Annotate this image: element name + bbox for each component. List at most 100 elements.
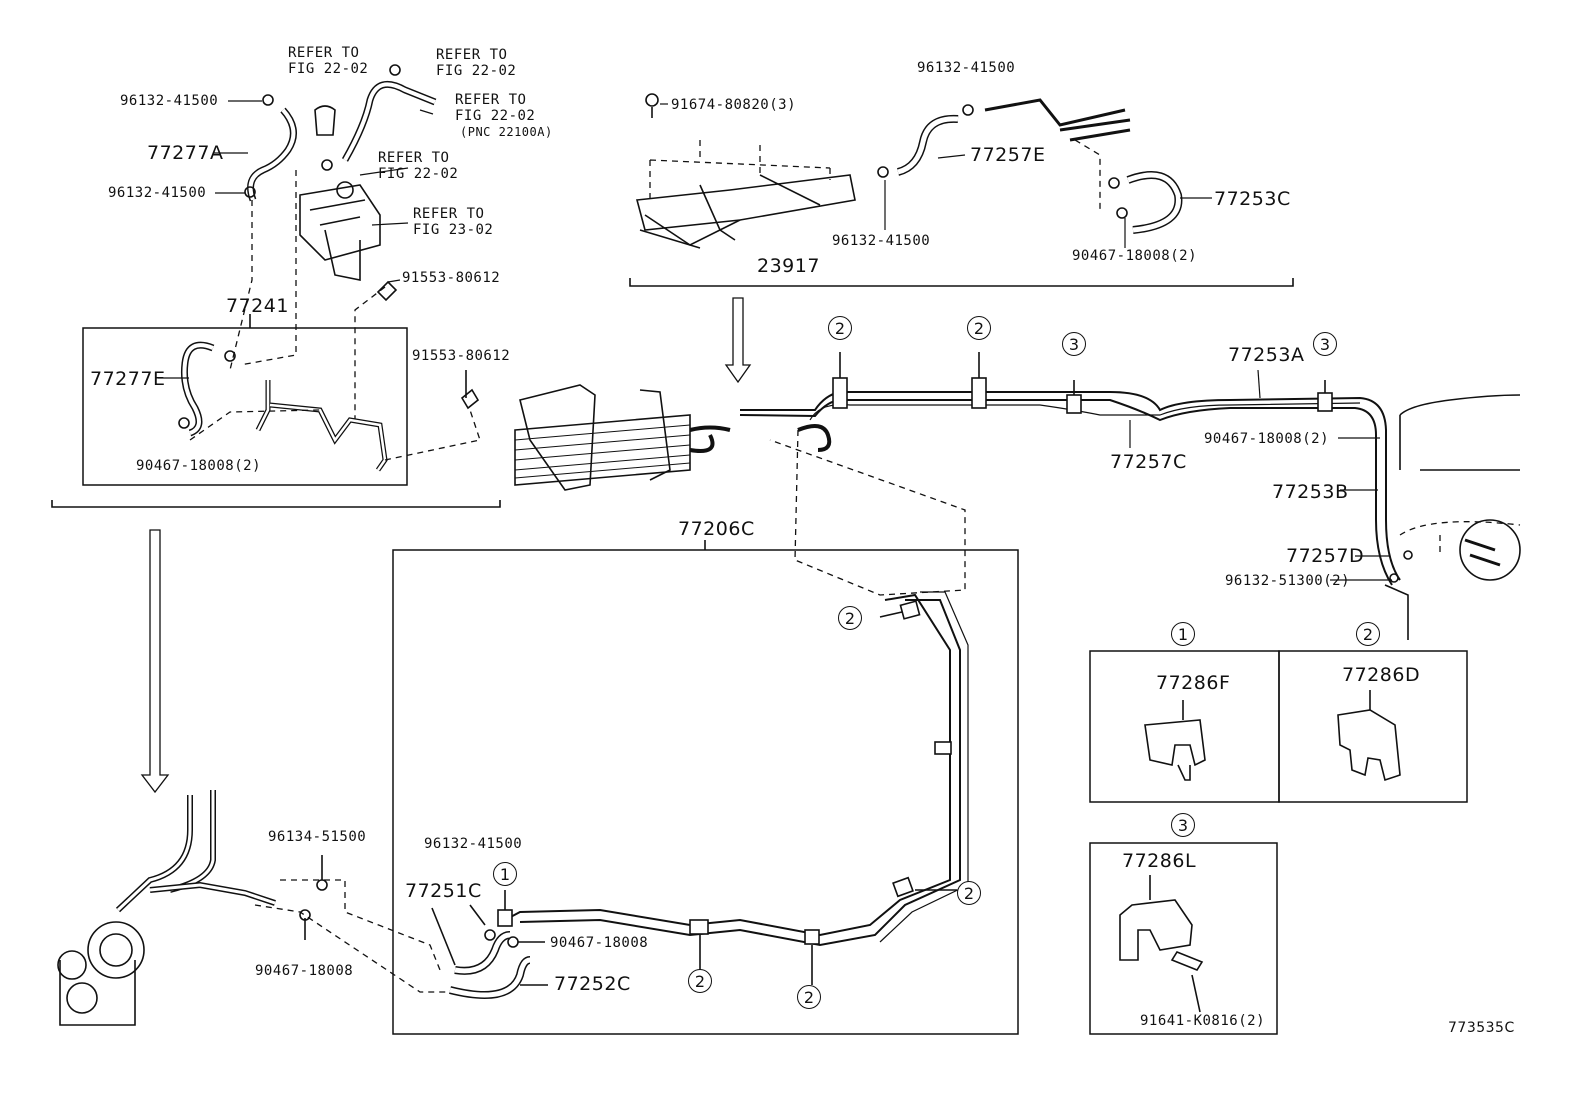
- box-77206c: [392, 540, 1019, 1035]
- arrow-down-center: [724, 297, 752, 384]
- refer-note-3: REFER TO FIG 22-02 (PNC 22100A): [455, 92, 553, 140]
- clip-box-3: [1089, 842, 1278, 1035]
- refer-line: REFER TO: [455, 92, 527, 108]
- clip-3: [1317, 392, 1333, 412]
- part-label: 77241: [226, 295, 289, 317]
- valve-icon: [336, 181, 354, 199]
- part-label: 96132-51300(2): [1225, 573, 1351, 589]
- part-label: 77286D: [1342, 664, 1421, 686]
- part-label: 77286L: [1122, 850, 1197, 872]
- clip-2: [971, 377, 987, 409]
- refer-line: FIG 23-02: [413, 222, 494, 238]
- clamp-icon: [316, 879, 328, 891]
- arrow-down-left: [140, 529, 170, 794]
- part-label: 77251C: [405, 880, 482, 902]
- clamp-icon: [1403, 550, 1413, 560]
- refer-note-1: REFER TO FIG 22-02: [288, 45, 368, 77]
- clamp-icon: [389, 64, 401, 76]
- clip-77286l-icon: [1119, 899, 1193, 961]
- refer-line: FIG 22-02: [288, 61, 369, 77]
- clip-details: [1089, 650, 1468, 1035]
- part-label: 96132-41500: [108, 185, 207, 201]
- clamp-icon: [877, 166, 889, 178]
- bottom-left-assembly: [57, 790, 450, 1026]
- clamp-icon: [1108, 177, 1120, 189]
- refer-line: REFER TO: [436, 47, 508, 63]
- part-label: 77252C: [554, 973, 631, 995]
- callout-3: 3: [1062, 332, 1086, 356]
- hose-77277a: [247, 107, 297, 202]
- bolt-icon: [1170, 951, 1204, 971]
- oil-cooler: [514, 414, 691, 486]
- part-label: 77253C: [1214, 188, 1291, 210]
- bolt-icon: [376, 280, 398, 302]
- callout-2: 2: [838, 606, 862, 630]
- refer-line: REFER TO: [413, 206, 485, 222]
- refer-line: REFER TO: [288, 45, 360, 61]
- part-label: 96132-41500: [120, 93, 219, 109]
- clamp-icon: [962, 104, 974, 116]
- tank-body: [87, 921, 145, 979]
- assembly-box-77241: [82, 327, 408, 486]
- part-label: 77253A: [1228, 344, 1305, 366]
- bolt-icon: [645, 93, 659, 107]
- group-bracket-center: [629, 278, 1294, 287]
- clip-77286d-icon: [1337, 709, 1401, 782]
- refer-note-5: REFER TO FIG 23-02: [413, 206, 493, 238]
- part-label: 77257C: [1110, 451, 1187, 473]
- part-label: 77277E: [90, 368, 166, 390]
- callout-1: 1: [493, 862, 517, 886]
- clip-2: [832, 377, 848, 409]
- group-bracket-left: [51, 500, 501, 508]
- leader-lines: [158, 100, 1392, 581]
- clamp-icon: [244, 186, 256, 198]
- detail-circle: [1459, 519, 1521, 581]
- bolt-icon: [460, 388, 480, 410]
- part-label: 90467-18008(2): [136, 458, 262, 474]
- callout-3: 3: [1171, 813, 1195, 837]
- part-label: 77253B: [1272, 481, 1349, 503]
- callout-2: 2: [828, 316, 852, 340]
- canister-bracket: [324, 229, 361, 281]
- canister-body: [299, 184, 381, 261]
- clamp-icon: [507, 936, 519, 948]
- diagram-id: 773535C: [1448, 1020, 1515, 1036]
- clamp-icon: [1116, 207, 1128, 219]
- refer-note-4: REFER TO FIG 22-02: [378, 150, 458, 182]
- clip-77286f-icon: [1144, 719, 1206, 767]
- part-label: 96132-41500: [832, 233, 931, 249]
- clamp-icon: [262, 94, 274, 106]
- part-label: 23917: [757, 255, 820, 277]
- refer-note-2: REFER TO FIG 22-02: [436, 47, 516, 79]
- part-label: 77277A: [147, 142, 224, 164]
- part-label: 91553-80612: [412, 348, 511, 364]
- refer-line: FIG 22-02: [378, 166, 459, 182]
- callout-3: 3: [1313, 332, 1337, 356]
- bracket-icon: [314, 105, 336, 136]
- top-center-assembly: [629, 93, 1294, 287]
- part-label: 77286F: [1156, 672, 1231, 694]
- refer-line: REFER TO: [378, 150, 450, 166]
- callout-1: 1: [1171, 622, 1195, 646]
- cooler-unit-23917: [635, 174, 856, 231]
- clamp-icon: [321, 159, 333, 171]
- callout-2: 2: [1356, 622, 1380, 646]
- part-label: 96134-51500: [268, 829, 367, 845]
- clip-3: [1066, 394, 1082, 414]
- callout-2: 2: [967, 316, 991, 340]
- part-label: 91553-80612: [402, 270, 501, 286]
- clamp-icon: [1389, 573, 1399, 583]
- part-label: 90467-18008: [550, 935, 649, 951]
- part-label: 96132-41500: [917, 60, 1016, 76]
- part-label: 91674-80820(3): [671, 97, 797, 113]
- callout-2: 2: [797, 985, 821, 1009]
- part-label: 77206C: [678, 518, 755, 540]
- part-label: 77257E: [970, 144, 1046, 166]
- refer-line: FIG 22-02: [436, 63, 517, 79]
- part-label: 77257D: [1286, 545, 1365, 567]
- part-label: 96132-41500: [424, 836, 523, 852]
- callout-2: 2: [957, 881, 981, 905]
- part-label: 90467-18008(2): [1204, 431, 1330, 447]
- callout-2: 2: [688, 969, 712, 993]
